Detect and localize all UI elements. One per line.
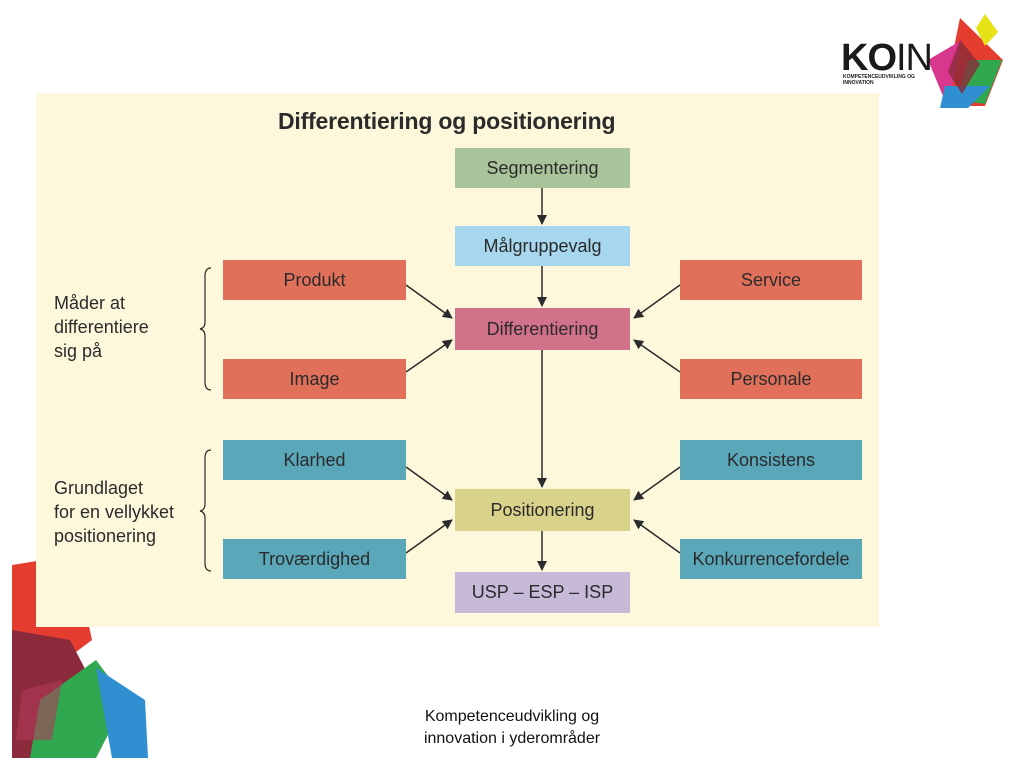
logo-wordmark-bold: KO <box>841 37 897 79</box>
box-produkt: Produkt <box>223 260 406 300</box>
corner-shard-blue <box>96 668 148 758</box>
logo-shard-pink <box>928 40 962 108</box>
arrow-konkurrencefordele <box>633 519 681 554</box>
arrow-image <box>405 339 453 373</box>
box-klarhed: Klarhed <box>223 440 406 480</box>
box-trovaerdighed: Troværdighed <box>223 539 406 579</box>
box-differentiering: Differentiering <box>455 308 630 350</box>
logo-tagline: KOMPETENCEUDVIKLING OG INNOVATION <box>843 74 915 86</box>
logo-shard-yellow <box>976 14 998 46</box>
box-usp-esp-isp: USP – ESP – ISP <box>455 572 630 613</box>
arrow-produkt <box>405 284 453 319</box>
arrow-trovaerdighed <box>405 519 453 554</box>
box-personale: Personale <box>680 359 862 399</box>
diagram-title: Differentiering og positionering <box>278 108 616 134</box>
footer-line-2: innovation i yderområder <box>423 730 601 747</box>
logo-wordmark: KOIN <box>841 37 933 80</box>
footer-line-1: Kompetenceudvikling og <box>424 708 600 725</box>
box-konsistens: Konsistens <box>680 440 862 480</box>
footer: Kompetenceudvikling og innovation i yder… <box>362 706 662 750</box>
arrow-service <box>633 284 681 319</box>
label-ways-to-differentiate: Måder at differentiere sig på <box>54 293 149 361</box>
arrow-klarhed <box>405 466 453 501</box>
bracket-differentiation <box>199 267 212 391</box>
logo-wordmark-thin: IN <box>896 37 933 79</box>
bracket-positioning <box>199 449 212 572</box>
arrow-personale <box>633 339 681 373</box>
box-positionering: Positionering <box>455 489 630 531</box>
logo-shard-dark <box>948 40 980 94</box>
box-konkurrencefordele: Konkurrencefordele <box>680 539 862 579</box>
label-basis-for-positioning: Grundlaget for en vellykket positionerin… <box>54 478 175 546</box>
corner-shard-pink <box>16 680 62 740</box>
logo-shard-blue <box>940 86 990 108</box>
box-service: Service <box>680 260 862 300</box>
box-image: Image <box>223 359 406 399</box>
arrow-konsistens <box>633 466 681 501</box>
box-malgruppevalg: Målgruppevalg <box>455 226 630 266</box>
box-segmentering: Segmentering <box>455 148 630 188</box>
